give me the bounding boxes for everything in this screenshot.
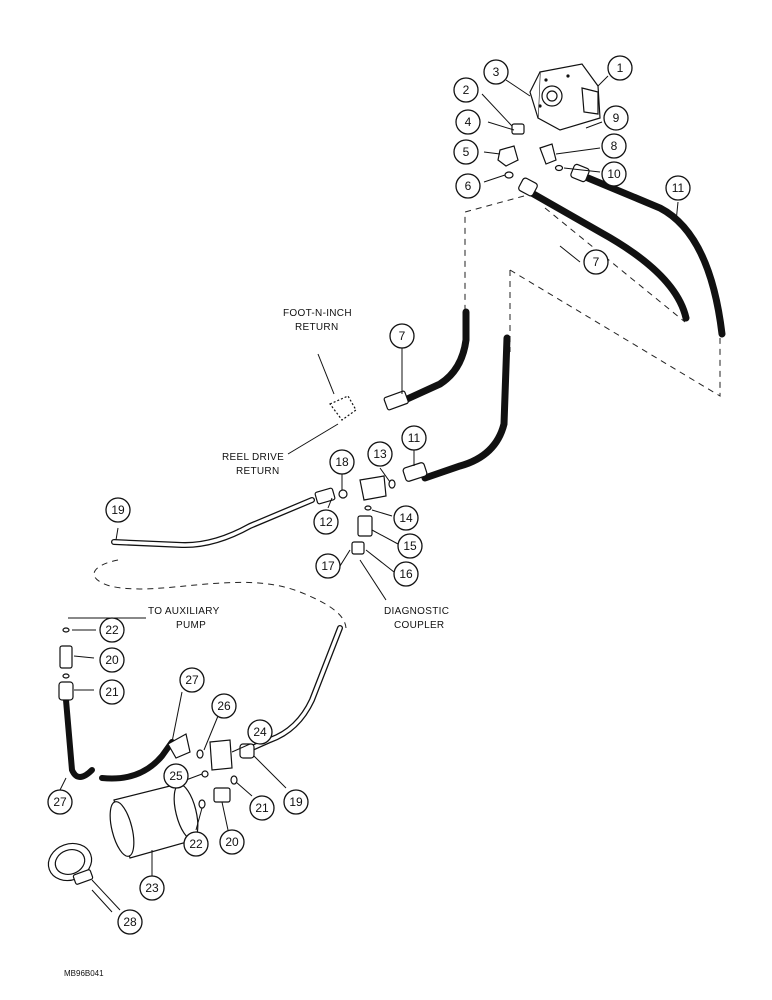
svg-text:20: 20 <box>105 653 119 667</box>
svg-text:12: 12 <box>319 515 333 529</box>
svg-text:15: 15 <box>403 539 417 553</box>
hose-clamp <box>47 842 94 885</box>
callout-27-right: 27 <box>179 667 205 693</box>
filter-assembly <box>47 733 255 885</box>
callout-19-lower: 19 <box>283 789 309 815</box>
svg-text:24: 24 <box>253 725 267 739</box>
svg-text:9: 9 <box>613 111 620 125</box>
svg-text:7: 7 <box>399 329 406 343</box>
callout-2: 2 <box>453 77 479 103</box>
svg-text:1: 1 <box>617 61 624 75</box>
callout-5: 5 <box>453 139 479 165</box>
callout-7-lower: 7 <box>389 323 415 349</box>
tubes <box>111 497 343 751</box>
annotations: FOOT-N-INCH RETURN REEL DRIVE RETURN TO … <box>64 308 449 978</box>
hose-7-upper <box>526 188 690 322</box>
svg-text:5: 5 <box>463 145 470 159</box>
callout-6: 6 <box>455 173 481 199</box>
callout-8: 8 <box>601 133 627 159</box>
svg-text:21: 21 <box>105 685 119 699</box>
svg-text:11: 11 <box>408 431 421 445</box>
svg-text:22: 22 <box>189 837 203 851</box>
svg-text:27: 27 <box>185 673 199 687</box>
svg-text:26: 26 <box>217 699 231 713</box>
callout-7-upper: 7 <box>583 249 609 275</box>
svg-text:28: 28 <box>123 915 137 929</box>
svg-text:10: 10 <box>607 167 621 181</box>
callout-3: 3 <box>483 59 509 85</box>
callout-27-left: 27 <box>47 789 73 815</box>
hose-27-right <box>99 739 175 782</box>
callout-20-left: 20 <box>99 647 125 673</box>
callout-19-upper: 19 <box>105 497 131 523</box>
callout-13: 13 <box>367 441 393 467</box>
callout-22-left: 22 <box>99 617 125 643</box>
callout-1: 1 <box>607 55 633 81</box>
hose-11-lower <box>421 334 511 482</box>
aux-pump-fittings <box>58 627 74 701</box>
svg-text:2: 2 <box>463 83 470 97</box>
svg-text:4: 4 <box>465 115 472 129</box>
to-auxiliary-pump-label-line2: PUMP <box>176 620 206 631</box>
foot-n-inch-label-line1: FOOT-N-INCH <box>283 308 352 319</box>
callout-12: 12 <box>313 509 339 535</box>
svg-text:25: 25 <box>169 769 183 783</box>
svg-text:18: 18 <box>335 455 349 469</box>
callout-14: 14 <box>393 505 419 531</box>
hose-27-left <box>63 697 95 780</box>
hoses <box>63 174 726 782</box>
leader-lines <box>59 75 679 913</box>
callout-18: 18 <box>329 449 355 475</box>
callout-24: 24 <box>247 719 273 745</box>
callout-22-lower: 22 <box>183 831 209 857</box>
svg-text:13: 13 <box>373 447 387 461</box>
svg-text:20: 20 <box>225 835 239 849</box>
tube-19-upper <box>111 497 315 549</box>
svg-text:19: 19 <box>111 503 125 517</box>
callout-4: 4 <box>455 109 481 135</box>
svg-text:3: 3 <box>493 65 500 79</box>
svg-text:11: 11 <box>672 181 685 195</box>
tee-fittings <box>314 390 428 555</box>
reel-drive-label-line2: RETURN <box>236 466 279 477</box>
callout-26: 26 <box>211 693 237 719</box>
hydraulic-motor <box>529 63 601 131</box>
svg-text:16: 16 <box>399 567 413 581</box>
callout-15: 15 <box>397 533 423 559</box>
svg-text:8: 8 <box>611 139 618 153</box>
callouts: 1 2 3 4 5 6 7 7 8 9 10 11 11 12 13 14 15… <box>47 55 691 935</box>
callout-17: 17 <box>315 553 341 579</box>
svg-text:27: 27 <box>53 795 67 809</box>
svg-text:23: 23 <box>145 881 159 895</box>
hose-7-lower <box>401 308 470 404</box>
motor-fittings <box>497 123 590 197</box>
callout-11-upper: 11 <box>665 175 691 201</box>
callout-28: 28 <box>117 909 143 935</box>
callout-11-lower: 11 <box>401 425 427 451</box>
callout-23: 23 <box>139 875 165 901</box>
callout-9: 9 <box>603 105 629 131</box>
svg-text:22: 22 <box>105 623 119 637</box>
svg-text:19: 19 <box>289 795 303 809</box>
svg-text:14: 14 <box>399 511 413 525</box>
to-auxiliary-pump-label-line1: TO AUXILIARY <box>148 606 220 617</box>
foot-n-inch-label-line2: RETURN <box>295 322 338 333</box>
svg-text:7: 7 <box>593 255 600 269</box>
hose-11-upper <box>584 174 726 338</box>
svg-text:21: 21 <box>255 801 269 815</box>
callout-20-lower: 20 <box>219 829 245 855</box>
callout-21-left: 21 <box>99 679 125 705</box>
figure-code: MB96B041 <box>64 969 104 978</box>
callout-21-lower: 21 <box>249 795 275 821</box>
diagnostic-coupler-label-line1: DIAGNOSTIC <box>384 606 449 617</box>
svg-text:6: 6 <box>465 179 472 193</box>
callout-25: 25 <box>163 763 189 789</box>
reel-drive-label-line1: REEL DRIVE <box>222 452 284 463</box>
callout-10: 10 <box>601 161 627 187</box>
svg-text:17: 17 <box>321 559 335 573</box>
callout-16: 16 <box>393 561 419 587</box>
diagnostic-coupler-label-line2: COUPLER <box>394 620 444 631</box>
